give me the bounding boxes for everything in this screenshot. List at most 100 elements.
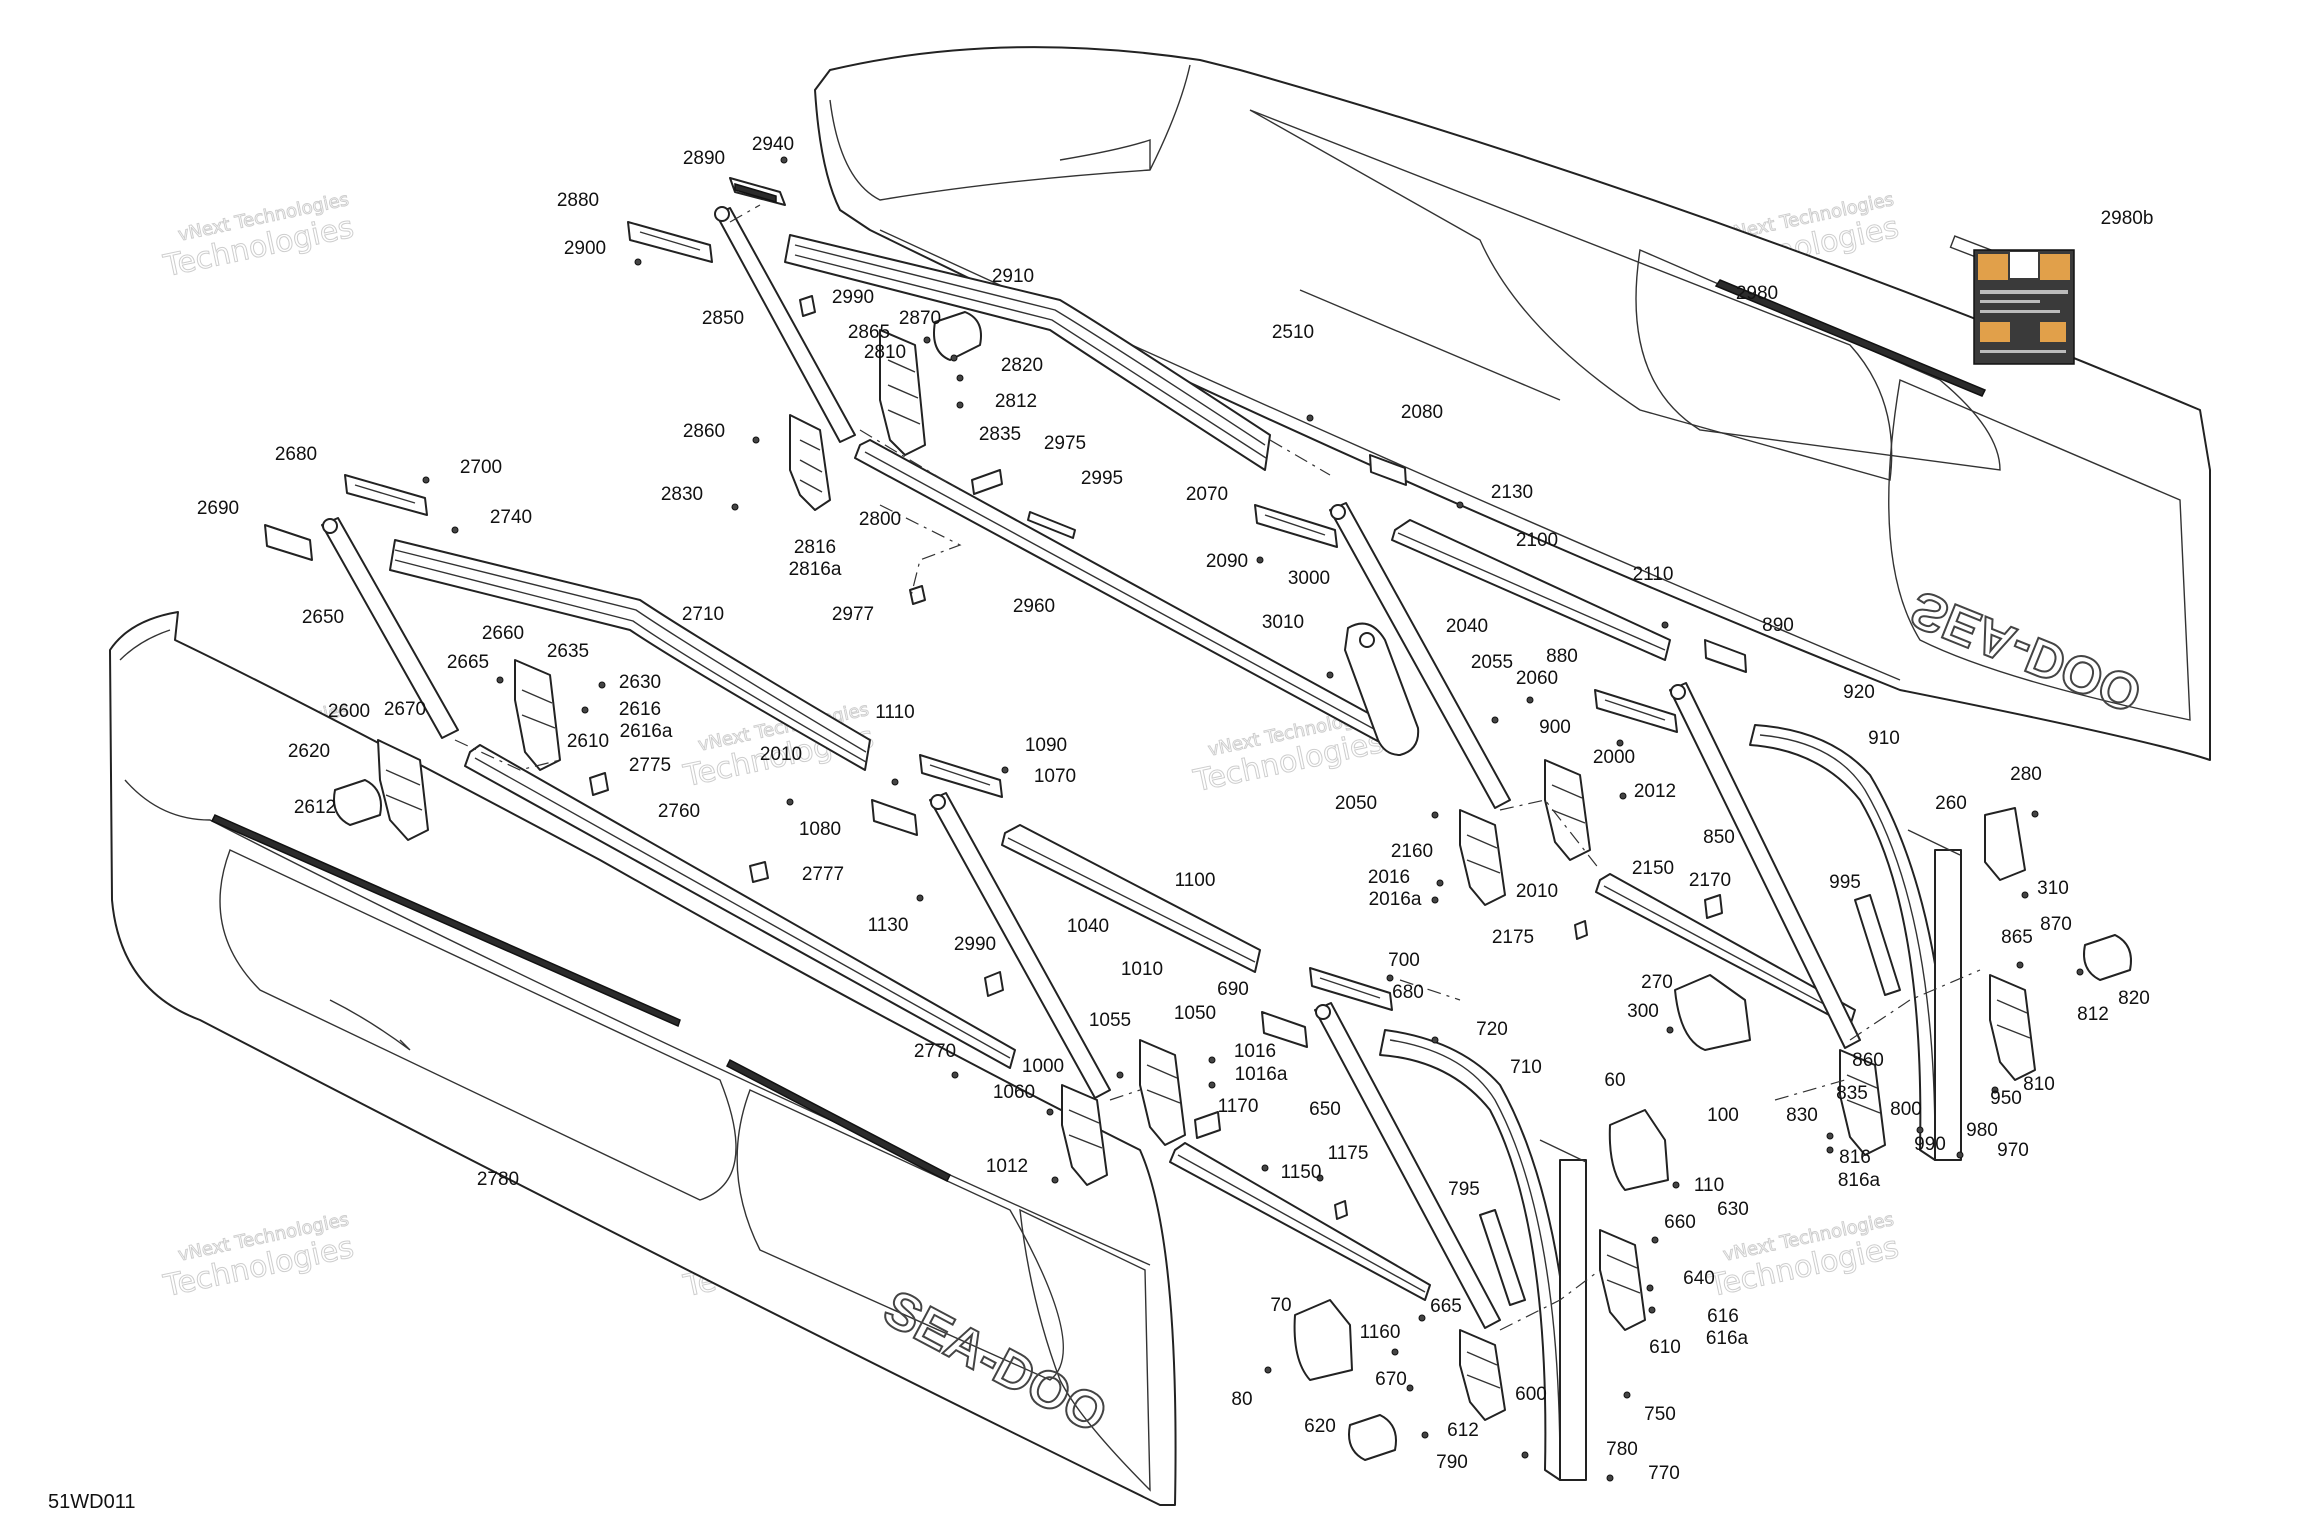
strut-2040 [1329,502,1511,809]
callout-616: 616 [1707,1306,1739,1327]
callout-2130: 2130 [1491,482,1533,503]
callout-2110: 2110 [1633,564,1674,585]
assembly-lines [454,204,1981,1331]
callout-2680: 2680 [275,444,317,465]
bracket-2620 [333,779,382,826]
callout-2816a: 2816a [789,559,842,580]
callout-2860: 2860 [683,421,725,442]
bracket-600 [1459,1329,1506,1421]
rail-2710 [389,539,871,771]
callout-2620: 2620 [288,741,330,762]
bracket-2810 [879,329,926,456]
callout-710: 710 [1510,1057,1542,1078]
bracket-800 [1839,1049,1886,1156]
callout-610: 610 [1649,1337,1681,1358]
watermark-bottom-right: vNext Technologies Technologies [1705,1209,1903,1305]
hull-panel-bottom: SEA-DOO [109,611,1177,1506]
callout-1080: 1080 [799,819,841,840]
strut-650 [1314,1002,1501,1329]
callout-100: 100 [1707,1105,1739,1126]
rail-2760 [464,744,1016,1069]
callout-980: 980 [1966,1120,1998,1141]
callout-2510: 2510 [1272,322,1314,343]
strut-850 [1669,682,1861,1049]
callout-2975: 2975 [1044,433,1086,454]
callout-890: 890 [1762,615,1794,636]
callout-2740: 2740 [490,507,532,528]
hinge-2880 [627,221,713,263]
callout-2616: 2616 [619,699,661,720]
callout-3010: 3010 [1262,612,1304,633]
callout-680: 680 [1392,982,1424,1003]
hinge-2890 [729,177,786,206]
watermark-bottom-left: vNext Technologies Technologies [160,1209,358,1305]
callout-2670: 2670 [384,699,426,720]
bracket-60 [1608,1109,1669,1191]
hinge-2080 [1369,454,1407,486]
callout-1012: 1012 [986,1156,1028,1177]
callout-2777: 2777 [802,864,844,885]
callout-1070: 1070 [1034,766,1076,787]
callout-670: 670 [1375,1369,1407,1390]
callout-870: 870 [2040,914,2072,935]
callout-2980b: 2980b [2101,208,2154,229]
slider-blocks [589,295,1901,1306]
callout-612: 612 [1447,1420,1479,1441]
callout-620: 620 [1304,1416,1336,1437]
tube-frame-710 [1379,1029,1587,1481]
callout-2616a: 2616a [620,721,673,742]
callout-920: 920 [1843,682,1875,703]
rail-1100 [1001,824,1261,973]
bracket-610 [1599,1229,1646,1331]
hinge-2070 [1254,504,1338,548]
link-3000 [1344,622,1420,756]
callout-2612: 2612 [294,797,336,818]
callout-1016: 1016 [1234,1041,1276,1062]
callout-2000: 2000 [1593,747,1635,768]
callout-300: 300 [1627,1001,1659,1022]
callout-865: 865 [2001,927,2033,948]
callout-835: 835 [1836,1083,1868,1104]
callout-80: 80 [1231,1389,1252,1410]
callout-860: 860 [1852,1050,1884,1071]
callout-1110: 1110 [875,702,914,723]
rail-2910 [784,234,1271,471]
callout-2940: 2940 [752,134,794,155]
callout-1175: 1175 [1328,1143,1369,1164]
rail-1150 [1169,1142,1431,1301]
callout-2890: 2890 [683,148,725,169]
block-1080 [871,799,918,836]
callout-60: 60 [1604,1070,1625,1091]
callout-900: 900 [1539,717,1571,738]
callout-910: 910 [1868,728,1900,749]
callout-2012: 2012 [1634,781,1676,802]
callout-995: 995 [1829,872,1861,893]
callout-3000: 3000 [1288,568,1330,589]
bracket-260 [1984,807,2026,881]
hinge-2680 [344,474,428,516]
callout-310: 310 [2037,878,2069,899]
bracket-2600 [377,739,429,841]
callout-2880: 2880 [557,190,599,211]
callout-2760: 2760 [658,801,700,822]
callout-2775: 2775 [629,755,671,776]
callout-2995: 2995 [1081,468,1123,489]
callout-2170: 2170 [1689,870,1731,891]
callout-2150: 2150 [1632,858,1674,879]
callout-2800: 2800 [859,509,901,530]
callout-1055: 1055 [1089,1010,1131,1031]
watermark-top-left: vNext Technologies Technologies [160,189,358,285]
callout-2610: 2610 [567,731,609,752]
callout-2830: 2830 [661,484,703,505]
callout-2900: 2900 [564,238,606,259]
callout-700: 700 [1388,950,1420,971]
bracket-1000 [1061,1084,1108,1186]
callout-816a: 816a [1838,1170,1881,1191]
bracket-270 [1674,974,1751,1051]
bracket-70 [1293,1299,1353,1381]
strut-2850 [714,206,856,443]
callout-2870: 2870 [899,308,941,329]
callout-970: 970 [1997,1140,2029,1161]
